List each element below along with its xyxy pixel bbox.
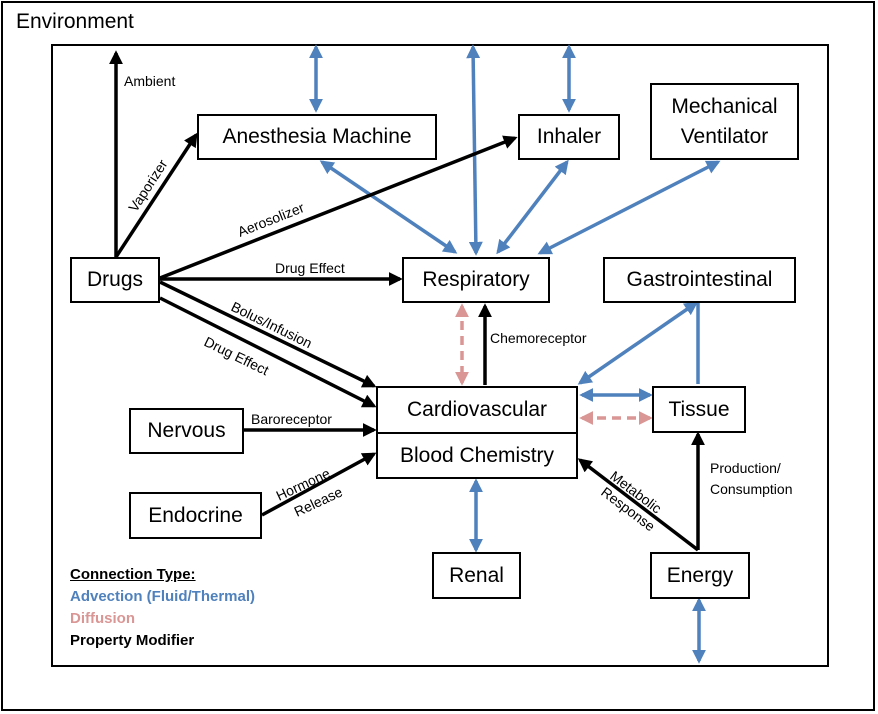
node-label: Energy (666, 563, 734, 587)
node-label: Renal (449, 563, 504, 587)
node-anesthesia-machine[interactable]: Anesthesia Machine (197, 114, 437, 160)
node-label: Tissue (668, 397, 730, 421)
label-drug-effect-resp: Drug Effect (275, 260, 345, 276)
label-bolus-infusion: Bolus/Infusion (229, 298, 315, 351)
legend-diffusion: Diffusion (70, 610, 135, 627)
node-renal[interactable]: Renal (432, 552, 521, 599)
edge-inhaler-respiratory (496, 159, 569, 255)
node-label: Gastrointestinal (626, 268, 773, 291)
edge-drugs-inhaler (159, 135, 518, 280)
edge-anesthesia-respiratory (319, 160, 458, 254)
body-frame (51, 44, 829, 667)
node-label: Blood Chemistry (399, 443, 555, 467)
node-label: Mechanical Ventilator (671, 94, 778, 148)
label-drug-effect-cv: Drug Effect (202, 333, 272, 378)
node-label: Cardiovascular (406, 398, 548, 421)
edge-endocrine-blood (261, 452, 377, 517)
node-label: Anesthesia Machine (222, 125, 412, 148)
node-blood-chemistry[interactable]: Blood Chemistry (376, 432, 578, 479)
environment-label: Environment (16, 10, 134, 33)
edge-energy-blood (577, 458, 700, 552)
label-baroreceptor: Baroreceptor (251, 411, 332, 427)
edge-env-respiratory (466, 44, 483, 256)
legend-title: Connection Type: (70, 566, 196, 583)
node-label: Endocrine (148, 503, 243, 527)
node-endocrine[interactable]: Endocrine (129, 492, 262, 539)
node-respiratory[interactable]: Respiratory (402, 257, 550, 303)
label-production: Production/ (710, 460, 781, 476)
node-label: Drugs (86, 268, 144, 291)
edge-gi-cardiovascular (577, 301, 699, 385)
node-mechanical-ventilator[interactable]: Mechanical Ventilator (650, 83, 799, 160)
edge-drugs-cardiovascular-bolus (159, 280, 377, 388)
edge-drugs-cardiovascular-effect (159, 296, 377, 408)
node-cardiovascular[interactable]: Cardiovascular (376, 386, 578, 434)
edge-drugs-anesthesia (114, 132, 198, 258)
node-gastrointestinal[interactable]: Gastrointestinal (603, 257, 796, 303)
node-label: Respiratory (422, 268, 530, 291)
label-ambient: Ambient (124, 73, 175, 89)
legend-advection: Advection (Fluid/Thermal) (70, 588, 256, 605)
legend-property-modifier: Property Modifier (70, 632, 195, 649)
node-label: Inhaler (536, 125, 602, 148)
node-label: Nervous (147, 419, 226, 442)
legend: Connection Type: Advection (Fluid/Therma… (70, 564, 255, 652)
label-chemoreceptor: Chemoreceptor (490, 330, 587, 346)
edge-ventilator-respiratory (537, 160, 721, 255)
node-nervous[interactable]: Nervous (129, 408, 244, 454)
node-drugs[interactable]: Drugs (70, 257, 160, 303)
node-tissue[interactable]: Tissue (652, 386, 746, 433)
label-consumption: Consumption (710, 481, 793, 497)
node-energy[interactable]: Energy (650, 552, 750, 599)
node-inhaler[interactable]: Inhaler (518, 114, 620, 160)
